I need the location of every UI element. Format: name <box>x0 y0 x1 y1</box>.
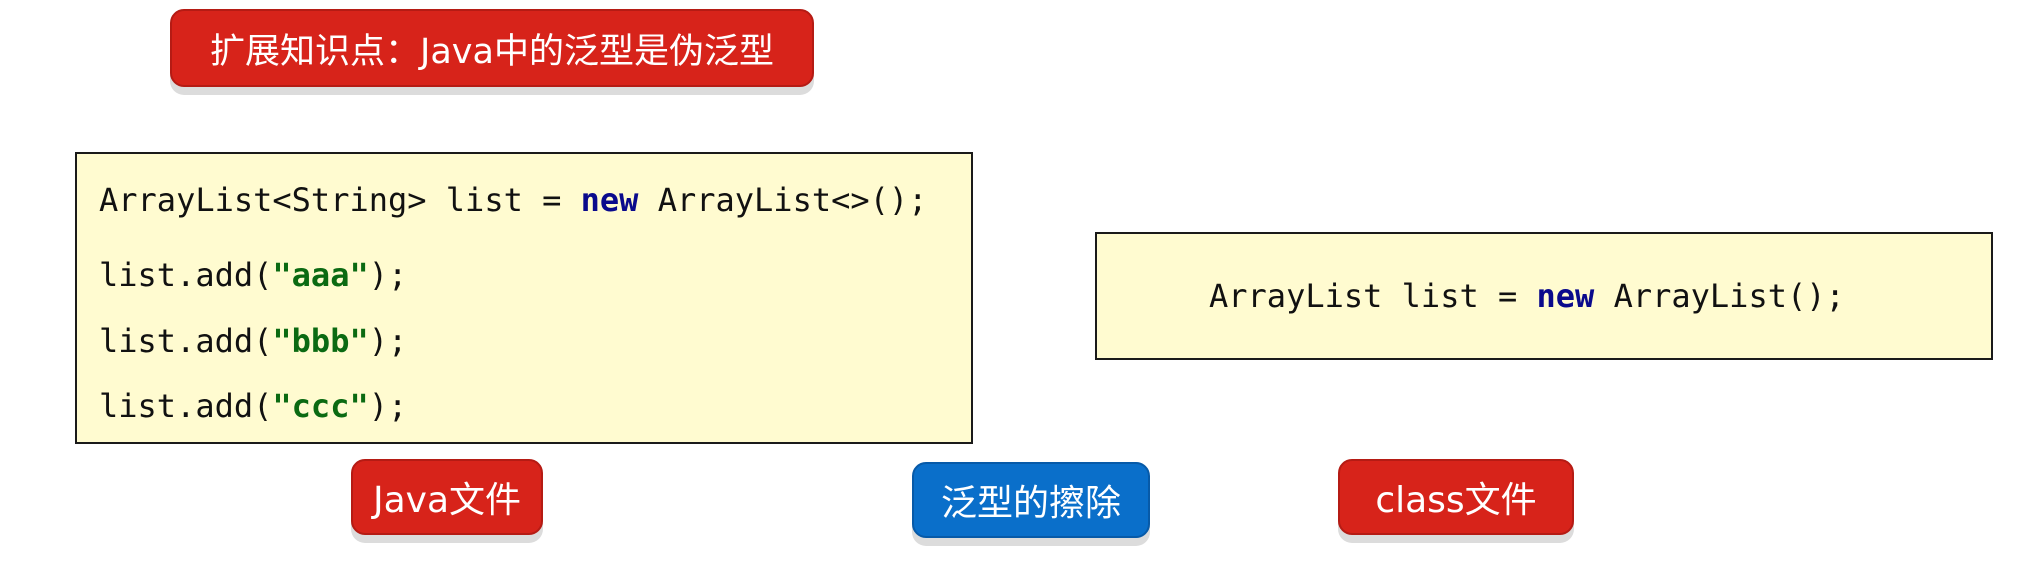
code-text: ArrayList<String> list = <box>99 181 581 219</box>
java-code-line: ArrayList<String> list = new ArrayList<>… <box>99 180 927 220</box>
code-text: list.add( <box>99 256 273 294</box>
code-text: ); <box>368 387 408 425</box>
code-text: list.add( <box>99 322 273 360</box>
java-file-badge: Java文件 <box>351 459 543 535</box>
title-badge: 扩展知识点：Java中的泛型是伪泛型 <box>170 9 814 87</box>
generic-erasure-badge: 泛型的擦除 <box>912 462 1150 538</box>
java-code-box: ArrayList<String> list = new ArrayList<>… <box>75 152 973 444</box>
string-literal: "ccc" <box>272 387 369 425</box>
code-text: ArrayList list = <box>1209 277 1537 315</box>
java-code-line: list.add("bbb"); <box>99 321 407 361</box>
keyword-new: new <box>580 181 639 219</box>
string-literal: "aaa" <box>272 256 369 294</box>
java-code-line: list.add("aaa"); <box>99 255 407 295</box>
code-text: ); <box>368 256 408 294</box>
code-text: ArrayList(); <box>1594 277 1845 315</box>
class-code-line: ArrayList list = new ArrayList(); <box>1209 276 1845 316</box>
class-file-badge: class文件 <box>1338 459 1574 535</box>
java-code-line: list.add("ccc"); <box>99 386 407 426</box>
code-text: ArrayList<>(); <box>638 181 928 219</box>
code-text: list.add( <box>99 387 273 425</box>
code-text: ); <box>368 322 408 360</box>
string-literal: "bbb" <box>272 322 369 360</box>
keyword-new: new <box>1536 277 1595 315</box>
class-code-box: ArrayList list = new ArrayList(); <box>1095 232 1993 360</box>
